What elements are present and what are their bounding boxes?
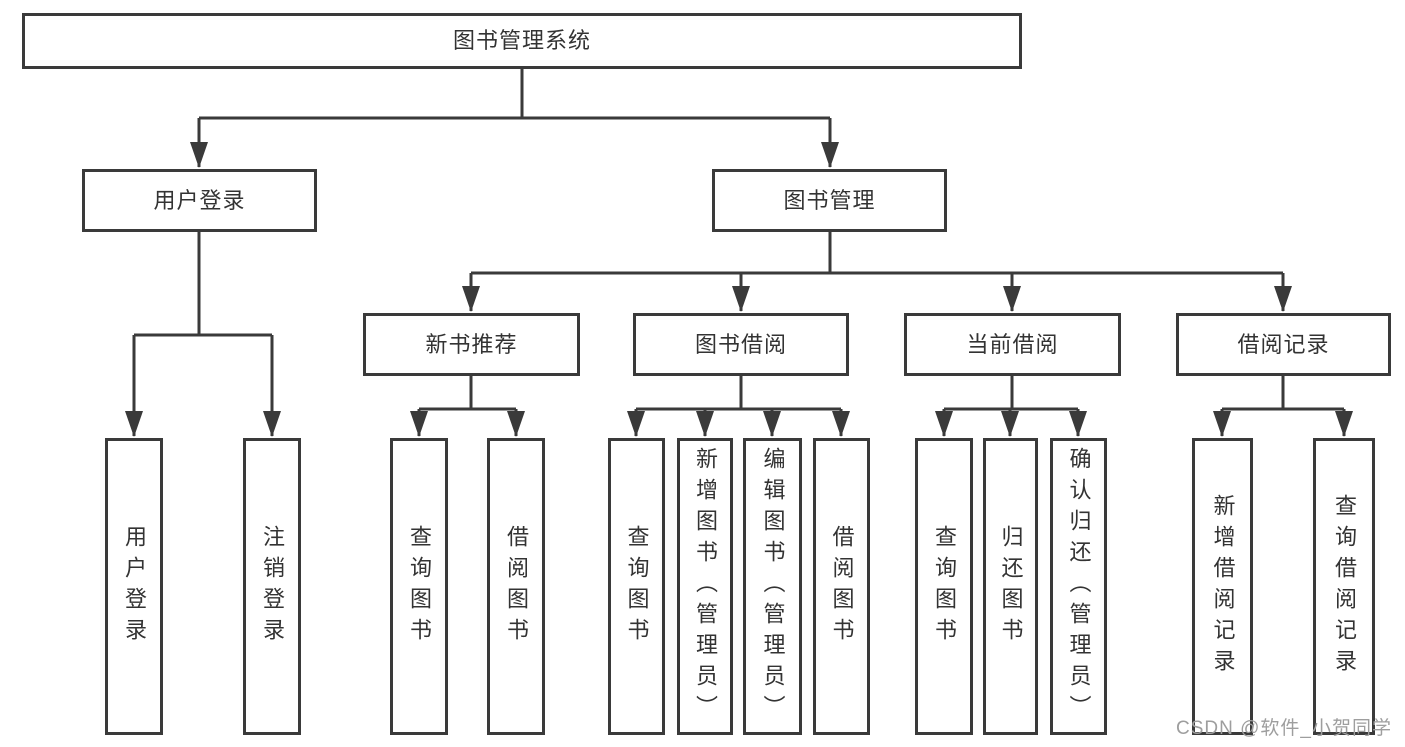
node-new-book-rec-label: 新书推荐 xyxy=(425,331,518,357)
node-book-borrow: 图书借阅 xyxy=(633,313,849,376)
connector-user-login-trunk xyxy=(134,232,272,337)
node-user-login-label: 用户登录 xyxy=(153,187,246,213)
node-leaf-br-query-record-label: 查询借阅记录 xyxy=(1332,493,1357,680)
node-leaf-bb-query-books-label: 查询图书 xyxy=(624,524,650,649)
node-current-borrow-label: 当前借阅 xyxy=(966,331,1059,357)
node-leaf-nbr-query-books: 查询图书 xyxy=(390,438,448,735)
node-leaf-cb-query-books-label: 查询图书 xyxy=(932,524,957,649)
node-leaf-bb-edit-book-admin-label: 编辑图书（管理员） xyxy=(760,447,786,726)
node-borrow-record: 借阅记录 xyxy=(1176,313,1391,376)
connector-current-borrow-trunk xyxy=(944,376,1078,411)
node-leaf-cb-confirm-return-admin-label: 确认归还（管理员） xyxy=(1066,447,1092,726)
node-leaf-br-query-record: 查询借阅记录 xyxy=(1313,438,1375,735)
node-leaf-user-login-label: 用户登录 xyxy=(122,524,147,649)
node-leaf-cb-return-book-label: 归还图书 xyxy=(998,524,1024,649)
connector-book-borrow-trunk xyxy=(636,376,841,411)
node-leaf-br-add-record-label: 新增借阅记录 xyxy=(1210,493,1236,680)
node-leaf-cb-query-books: 查询图书 xyxy=(915,438,973,735)
node-leaf-logout-label: 注销登录 xyxy=(260,524,285,649)
node-root: 图书管理系统 xyxy=(22,13,1022,69)
watermark: CSDN @软件_小贺同学 xyxy=(1176,718,1392,739)
connector-root-trunk xyxy=(199,69,830,120)
node-leaf-br-add-record: 新增借阅记录 xyxy=(1192,438,1253,735)
node-book-borrow-label: 图书借阅 xyxy=(694,331,787,357)
node-user-login: 用户登录 xyxy=(82,169,317,232)
node-leaf-bb-add-book-admin-label: 新增图书（管理员） xyxy=(693,447,718,726)
node-leaf-user-login: 用户登录 xyxy=(105,438,163,735)
node-leaf-nbr-borrow-books-label: 借阅图书 xyxy=(504,524,529,649)
node-leaf-nbr-query-books-label: 查询图书 xyxy=(407,524,432,649)
node-leaf-bb-query-books: 查询图书 xyxy=(608,438,665,735)
node-leaf-logout: 注销登录 xyxy=(243,438,301,735)
node-borrow-record-label: 借阅记录 xyxy=(1237,331,1330,357)
connector-borrow-record-trunk xyxy=(1222,376,1344,411)
node-leaf-bb-borrow-books: 借阅图书 xyxy=(813,438,870,735)
node-leaf-cb-return-book: 归还图书 xyxy=(983,438,1038,735)
node-leaf-bb-add-book-admin: 新增图书（管理员） xyxy=(677,438,733,735)
node-book-mgmt-label: 图书管理 xyxy=(783,187,876,213)
node-leaf-cb-confirm-return-admin: 确认归还（管理员） xyxy=(1050,438,1107,735)
node-leaf-bb-borrow-books-label: 借阅图书 xyxy=(829,524,855,649)
node-book-mgmt: 图书管理 xyxy=(712,169,947,232)
connector-book-mgmt-trunk xyxy=(471,232,1283,275)
node-leaf-bb-edit-book-admin: 编辑图书（管理员） xyxy=(743,438,802,735)
node-leaf-nbr-borrow-books: 借阅图书 xyxy=(487,438,545,735)
node-root-label: 图书管理系统 xyxy=(452,28,591,53)
connector-new-book-rec-trunk xyxy=(419,376,516,411)
node-current-borrow: 当前借阅 xyxy=(904,313,1121,376)
node-new-book-rec: 新书推荐 xyxy=(363,313,580,376)
